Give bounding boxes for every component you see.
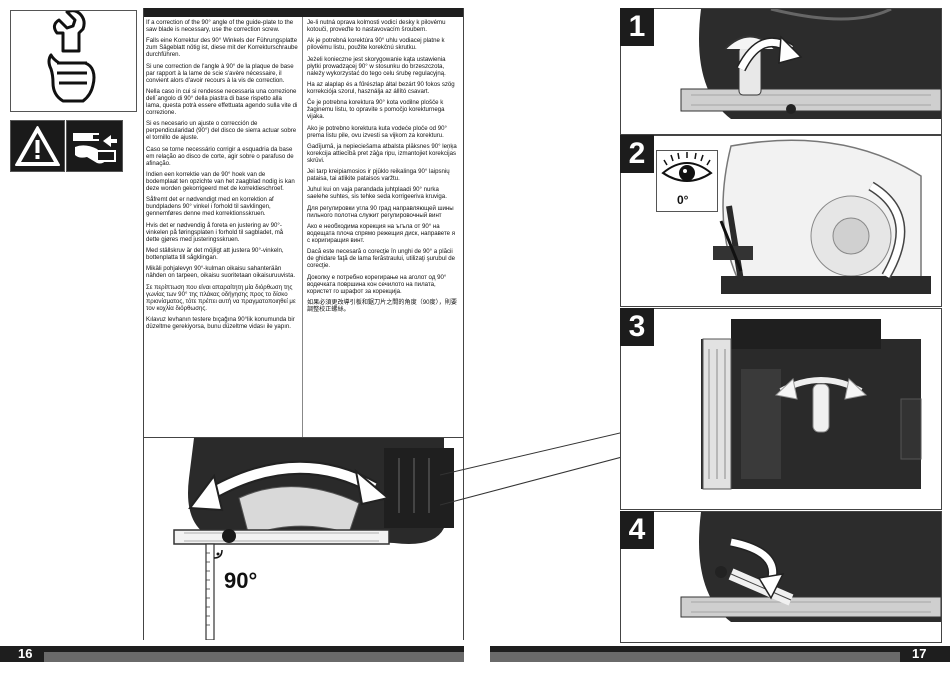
saw-base-drawing [144, 438, 463, 640]
step-4-panel [620, 511, 942, 643]
paragraph-tr: Kılavuz levhanın testere bıçağına 90°lik… [146, 315, 295, 330]
page-bar-right-grey [490, 652, 900, 662]
step-4-drawing [621, 512, 941, 642]
paragraph-mk: Доколку е потребно корегирање на аголот … [307, 273, 447, 295]
paragraph-pt: Caso se torne necessário corrigir a esqu… [146, 145, 294, 167]
text-frame-right [463, 8, 464, 640]
text-header-bar [143, 8, 464, 17]
eye-angle-label: 0° [677, 193, 689, 207]
paragraph-cs: Je-li nutná oprava kolmosti vodicí desky… [307, 19, 446, 34]
paragraph-no: Hvis det er nødvendig å foreta en juster… [146, 221, 284, 243]
warning-triangle-icon [11, 121, 64, 171]
paragraph-de: Falls eine Korrektur des 90° Winkels der… [146, 37, 298, 59]
text-column-1: If a correction of the 90° angle of the … [146, 19, 298, 334]
paragraph-hu: Ha az alaplap és a fűrészlap által bezár… [307, 80, 455, 95]
paragraph-en: If a correction of the 90° angle of the … [146, 19, 294, 34]
warning-icon-box [10, 120, 65, 172]
column-divider [302, 17, 303, 437]
paragraph-es: Si es necesario un ajuste o corrección d… [146, 120, 297, 142]
page-number-bar-left [0, 646, 44, 662]
step-3-badge: 3 [620, 308, 654, 346]
text-column-2: Je-li nutná oprava kolmosti vodicí desky… [307, 19, 459, 317]
unplug-icon-box [66, 120, 123, 172]
paragraph-sk: Ak je potrebná korektúra 90° uhlu vodiac… [307, 37, 445, 52]
paragraph-it: Nella caso in cui si rendesse necessaria… [146, 87, 298, 117]
paragraph-pl: Jeżeli konieczne jest skorygowanie kąta … [307, 55, 446, 77]
eye-icon [661, 152, 713, 182]
paragraph-sl: Če je potrebna korektura 90° kota vodiln… [307, 99, 445, 121]
step-1-drawing [621, 9, 941, 134]
paragraph-ro: Dacă este necesară o corecţie în unghi d… [307, 248, 456, 270]
paragraph-ru: Для регулировки угла 90 град направляюще… [307, 204, 454, 219]
page-number-left: 16 [18, 646, 33, 661]
paragraph-et: Juhul kui on vaja parandada juhtplaadi 9… [307, 186, 447, 201]
step-2-panel [620, 135, 942, 307]
angle-90-label: 90° [224, 568, 258, 593]
step-3-drawing [621, 309, 941, 509]
step-1-badge: 1 [620, 8, 654, 46]
paragraph-zh: 如果必須更改導引板和鋸刀片之間的角度（90度），則要調整校正螺絲。 [307, 298, 457, 313]
page-number-bar-right [900, 646, 950, 662]
paragraph-nl: Indien een korrektie van de 90° hoek van… [146, 170, 295, 193]
paragraph-el: Σε περίπτωση που είναι απαραίτητη μία δι… [146, 283, 296, 312]
text-frame-left [143, 8, 144, 640]
saw-base-illustration: 90° [144, 438, 463, 640]
paragraph-lv: Gadījumā, ja nepieciešama atbalsta plāks… [307, 142, 457, 164]
page-bar-right-top [490, 646, 900, 652]
page-bar-left-top [44, 646, 464, 652]
step-3-panel [620, 308, 942, 510]
page-number-right: 17 [912, 646, 927, 661]
page-bar-left-grey [44, 652, 464, 662]
paragraph-fr: Si une correction de l'angle à 90° de la… [146, 62, 294, 84]
paragraph-lt: Jei tarp kreipiamosios ir pjūklo reikali… [307, 168, 450, 183]
step-2-drawing [621, 136, 941, 306]
unplug-icon [67, 121, 122, 171]
step-4-badge: 4 [620, 511, 654, 549]
paragraph-hr: Ako je potrebno korektura kuta vodeće pl… [307, 124, 447, 139]
eye-callout: 0° [656, 150, 718, 212]
paragraph-sv: Med ställskruv är det möjligt att juster… [146, 246, 284, 261]
wrench-hand-icon-box [10, 9, 137, 112]
paragraph-da: Såfremt det er nødvendigt med en korrekt… [146, 196, 274, 218]
wrench-hand-icon [47, 9, 96, 103]
step-1-panel [620, 8, 942, 135]
text-frame-divider [143, 437, 464, 438]
step-2-badge: 2 [620, 135, 654, 173]
paragraph-fi: Mikäli pohjalevyn 90°-kulman oikaisu sah… [146, 265, 296, 280]
paragraph-bg: Ако е необходима корекция на ъгъла от 90… [307, 222, 456, 245]
